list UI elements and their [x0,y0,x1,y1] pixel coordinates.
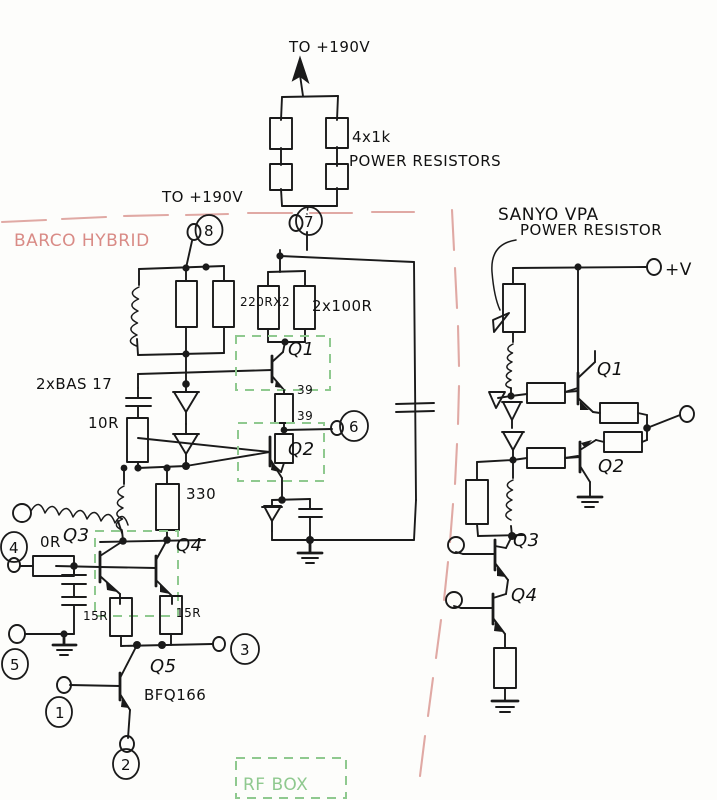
sanyo-q4-label: Q4 [511,585,538,606]
barco-output-diode-cap [261,496,324,564]
q3-q4-highlight-box [94,530,179,617]
transistor-Q2 [137,435,283,501]
terminal-5-label: 5 [10,656,20,674]
sanyo-transistor-Q4 [445,591,507,649]
terminal-4-label: 4 [9,539,19,557]
terminal-7-label: 7 [304,213,314,231]
terminal-2[interactable]: 2 [112,735,140,780]
q1-label: Q1 [288,339,315,360]
resistor-bank-label-1: 4x1k [352,128,391,146]
sanyo-q4-emitter-resistor [490,647,520,713]
sanyo-bias-resistor-upper [510,382,579,404]
terminal-1-label: 1 [55,704,65,722]
left-rf-coil [12,503,129,534]
collector-resistors-label: 220RX2 [240,295,290,309]
rf-box-highlight [235,757,347,799]
emitter-resistor-2-label: 39 [297,409,313,423]
terminal-1[interactable]: 1 [45,676,73,728]
transistor-Q1 [137,351,285,391]
sanyo-transistor-Q2 [564,439,605,508]
terminal-6[interactable]: 6 [330,410,369,442]
transistor-Q5 [69,644,138,739]
power-resistor-bank-4x1k [269,55,349,251]
driver-resistors-label: 2x100R [312,297,372,315]
base-resistor-10r-label: 10R [88,414,119,432]
resistor-bank-label-2: POWER RESISTORS [349,152,501,170]
sanyo-q1-label: Q1 [597,359,624,380]
q2-highlight-box [237,422,325,482]
rf-box-label: RF BOX [243,775,308,795]
barco-collector-network [129,263,235,358]
zero-ohm-label: 0R [40,533,61,551]
sanyo-supply-rail [512,258,662,374]
q5-label: Q5 [150,656,177,677]
emitter-resistor-1-label: 39 [297,383,313,397]
sanyo-q2-label: Q2 [598,456,625,477]
transistor-Q4 [99,539,173,605]
q3-label: Q3 [63,525,90,546]
q1-highlight-box [235,335,331,391]
terminal-4[interactable]: 4 [0,531,28,573]
sanyo-q3-label: Q3 [513,530,540,551]
barco-supply-label: TO +190V [161,188,243,206]
red-divider-annotations [0,208,461,778]
sanyo-section-title: SANYO VPA [498,205,599,225]
terminal-2-label: 2 [121,756,131,774]
sanyo-transistor-Q3 [447,536,509,595]
q2-label: Q2 [288,439,315,460]
base-bypass-caps [51,562,87,656]
barco-emitter-resistors [274,389,333,473]
sanyo-transistor-Q1 [564,350,601,414]
feedback-loop-box [309,261,435,541]
sanyo-power-resistor [502,283,526,400]
emitter-15r-right-label: 15R [176,606,201,620]
sanyo-power-resistor-label: POWER RESISTOR [520,221,662,239]
terminal-5[interactable]: 5 [1,624,65,680]
terminal-8-label: 8 [204,222,214,240]
terminal-7[interactable]: 7 [288,206,323,236]
top-rail-label: TO +190V [288,38,370,56]
terminal-3[interactable]: 3 [212,633,260,665]
barco-driver-resistors [257,249,415,353]
sanyo-diode-string [501,401,525,464]
terminal-3-label: 3 [240,641,250,659]
terminal-8[interactable]: 8 [186,214,224,246]
emitter-15r-left-label: 15R [83,609,108,623]
terminal-6-label: 6 [349,418,359,436]
bas17-label: 2xBAS 17 [36,375,112,393]
sanyo-supply-label: +V [665,260,692,280]
sanyo-ground-tap [488,391,512,409]
pulldown-resistor-label: 330 [186,485,216,503]
sanyo-power-resistor-callout [491,239,517,333]
sanyo-q2-collector-resistor [603,427,648,453]
sanyo-lower-network [465,459,525,549]
transistor-Q3 [55,540,124,605]
q5-part-number: BFQ166 [144,686,206,704]
q4-label: Q4 [176,535,203,556]
barco-section-title: BARCO HYBRID [14,231,150,251]
